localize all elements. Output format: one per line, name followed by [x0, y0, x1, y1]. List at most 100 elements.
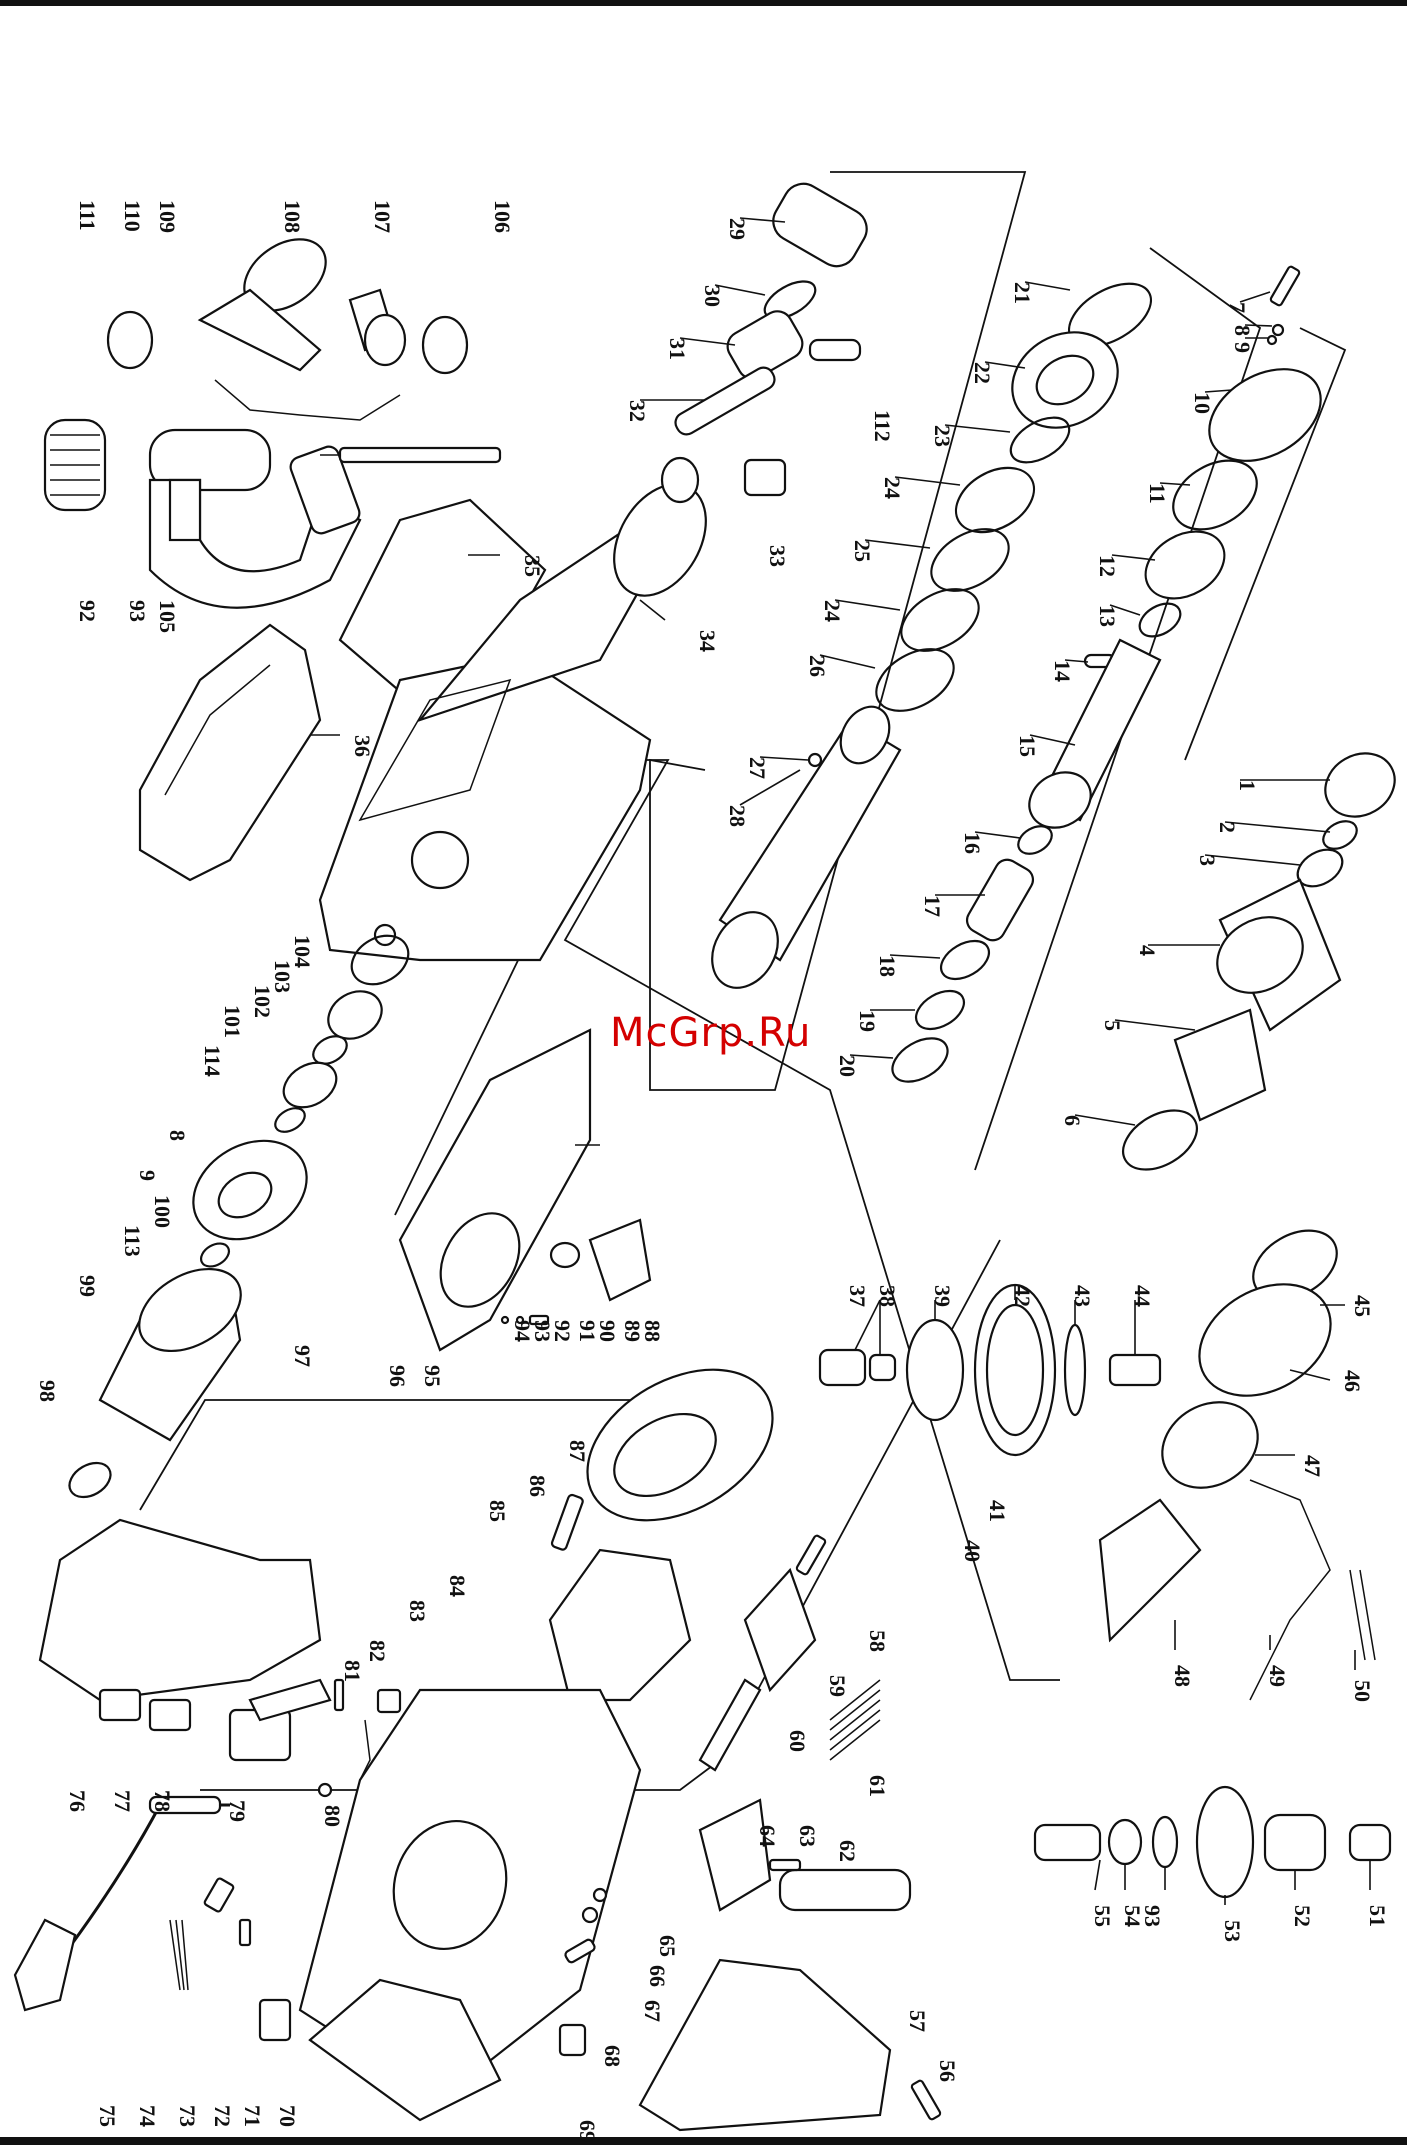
part-18-ring — [940, 939, 990, 981]
part-label: 100 — [150, 1195, 175, 1228]
part-77-block — [98, 1688, 142, 1722]
part-label: 1 — [1235, 780, 1260, 791]
part-label: 86 — [525, 1475, 550, 1497]
part-114-ring — [1151, 1815, 1179, 1869]
part-label: 96 — [385, 1365, 410, 1387]
part-78-block — [148, 1698, 192, 1732]
part-37-bushing — [818, 1348, 867, 1387]
rear-handle-group — [38, 1518, 402, 1798]
part-83 — [376, 1688, 402, 1714]
part-label: 30 — [700, 285, 725, 307]
main-housing — [318, 483, 707, 962]
part-17-striker — [965, 858, 1035, 942]
part-label: 51 — [1365, 1905, 1390, 1927]
part-label: 84 — [445, 1575, 470, 1597]
part-label: 106 — [490, 200, 515, 233]
part-label: 78 — [150, 1790, 175, 1812]
part-label: 24 — [820, 600, 845, 622]
part-8 — [1271, 323, 1285, 337]
part-label: 45 — [1350, 1295, 1375, 1317]
part-label: 11 — [1145, 483, 1170, 504]
part-56-screw — [910, 2079, 942, 2121]
part-label: 81 — [340, 1660, 365, 1682]
part-label: 64 — [755, 1825, 780, 1847]
part-16-ring — [1017, 825, 1053, 855]
part-label: 92 — [75, 600, 100, 622]
part-label: 73 — [175, 2105, 200, 2127]
part-80 — [317, 1782, 333, 1798]
part-label: 40 — [960, 1540, 985, 1562]
part-label: 59 — [825, 1675, 850, 1697]
part-label: 19 — [855, 1010, 880, 1032]
part-label: 53 — [1220, 1920, 1245, 1942]
part-label: 71 — [240, 2105, 265, 2127]
part-label: 8 — [165, 1130, 190, 1141]
part-label: 25 — [850, 540, 875, 562]
stator-group — [548, 1368, 881, 1772]
part-31-pin — [808, 338, 862, 362]
part-label: 9 — [1230, 342, 1255, 353]
motor-housing-group — [258, 1688, 942, 2132]
part-label: 108 — [280, 200, 305, 233]
part-label: 52 — [1290, 1905, 1315, 1927]
part-label: 89 — [620, 1320, 645, 1342]
part-59-brush-holder — [743, 1567, 817, 1693]
part-label: 56 — [935, 2060, 960, 2082]
part-36-cover — [138, 623, 322, 882]
part-label: 46 — [1340, 1370, 1365, 1392]
frame-spindle — [649, 171, 1027, 1091]
part-103-ring — [350, 934, 410, 986]
part-label: 76 — [65, 1790, 90, 1812]
star-nut — [421, 315, 469, 375]
part-label: 41 — [985, 1500, 1010, 1522]
motor-end-group — [192, 934, 410, 1268]
part-label: 90 — [595, 1320, 620, 1342]
part-label: 44 — [1130, 1285, 1155, 1307]
part-label: 95 — [420, 1365, 445, 1387]
part-label: 83 — [405, 1600, 430, 1622]
part-label: 103 — [270, 960, 295, 993]
section-frames — [139, 171, 1347, 1791]
part-62-aux-handle — [778, 1868, 912, 1912]
part-label: 63 — [795, 1825, 820, 1847]
part-label: 47 — [1300, 1455, 1325, 1477]
part-label: 97 — [290, 1345, 315, 1367]
part-52-gear — [1263, 1813, 1327, 1872]
part-75-plug — [13, 1918, 77, 2012]
trigger — [248, 1678, 332, 1722]
part-49-spring-clip — [1249, 1479, 1331, 1701]
part-label: 24 — [880, 477, 905, 499]
part-13-ring — [1138, 602, 1182, 638]
part-label: 91 — [575, 1320, 600, 1342]
part-number-labels: 1234567891011121314151617181920212223242… — [35, 200, 1390, 2142]
part-label: 43 — [1070, 1285, 1095, 1307]
gear-cover-group — [398, 1028, 652, 1352]
part-label: 26 — [805, 655, 830, 677]
part-label: 13 — [1095, 605, 1120, 627]
part-label: 4 — [1135, 945, 1160, 956]
part-7-screw — [1269, 265, 1301, 307]
part-label: 66 — [645, 1965, 670, 1987]
part-64-plate — [698, 1798, 772, 1912]
part-label: 9 — [135, 1170, 160, 1181]
part-label: 82 — [365, 1640, 390, 1662]
handle-clamp — [168, 478, 202, 542]
part-label: 93 — [125, 600, 150, 622]
part-71-screw — [238, 1918, 252, 1947]
part-67 — [564, 1938, 596, 1964]
part-label: 32 — [625, 400, 650, 422]
part-24-washer — [930, 528, 1010, 592]
part-label: 93 — [530, 1320, 555, 1342]
part-60-holder — [698, 1678, 762, 1772]
part-label: 72 — [210, 2105, 235, 2127]
part-label: 80 — [320, 1805, 345, 1827]
part-102-bearing — [327, 990, 383, 1040]
part-30-wrist-pin-holder — [726, 310, 804, 380]
part-label: 75 — [95, 2105, 120, 2127]
part-61-spring — [829, 1679, 881, 1761]
part-50-spring — [1349, 1569, 1376, 1661]
part-label: 48 — [1170, 1665, 1195, 1687]
part-label: 37 — [845, 1285, 870, 1307]
part-105-bolt — [338, 446, 502, 464]
